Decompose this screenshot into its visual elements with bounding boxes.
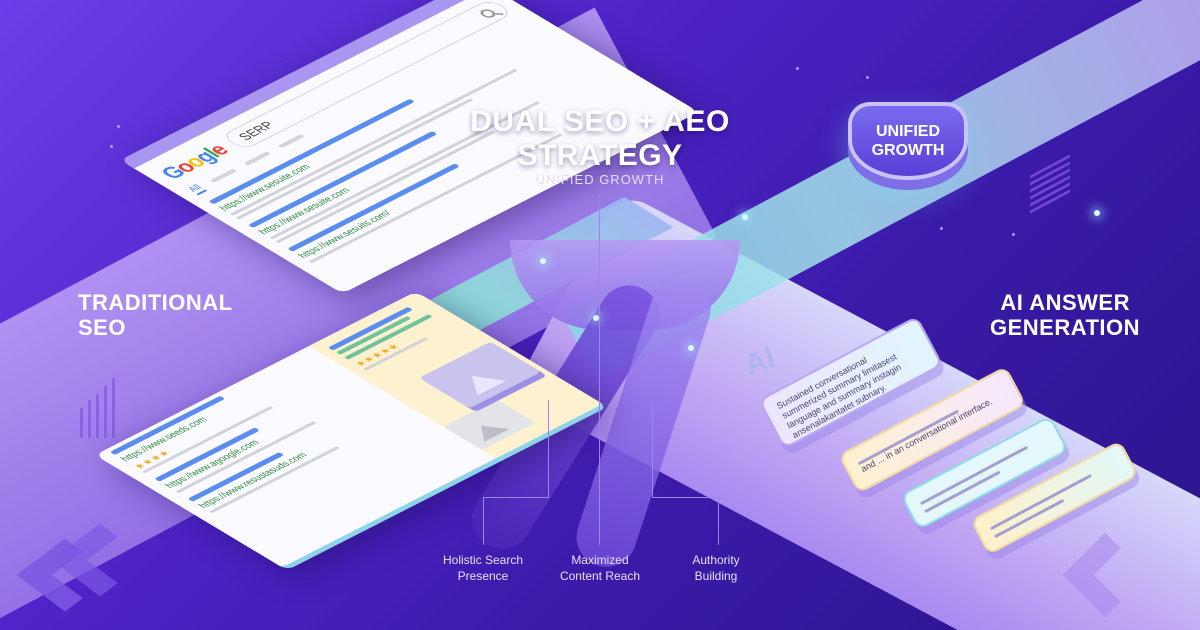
bar-chart-decoration <box>80 378 115 438</box>
benefit-text: Authority <box>692 553 740 567</box>
shield-text: GROWTH <box>871 142 945 159</box>
benefit-text: Content Reach <box>559 569 641 583</box>
connector-line <box>483 497 484 545</box>
shield-text: UNIFIED <box>876 123 940 140</box>
connector-line <box>483 497 549 498</box>
page-title: DUAL SEO + AEO STRATEGY <box>0 105 1200 173</box>
sparkle-icon <box>540 258 546 264</box>
benefit-content-reach: Maximized Content Reach <box>530 552 670 584</box>
sparkle-icon <box>1094 210 1100 216</box>
speck <box>117 125 120 128</box>
connector-line <box>718 497 719 545</box>
title-line: STRATEGY <box>517 139 683 172</box>
star-rating-icon: ★★★★★ <box>352 341 403 369</box>
page-subtitle: UNIFIED GROWTH <box>535 172 665 187</box>
label-line: GENERATION <box>990 315 1141 340</box>
speck <box>110 145 113 148</box>
benefit-text: Holistic Search <box>442 553 524 567</box>
label-line: TRADITIONAL <box>78 290 233 315</box>
ai-answer-label: AI ANSWER GENERATION <box>990 290 1141 340</box>
connector-line <box>652 497 718 498</box>
benefit-holistic-search: Holistic Search Presence <box>413 552 553 584</box>
sparkle-icon <box>688 345 694 351</box>
connector-line <box>599 195 600 545</box>
traditional-seo-label: TRADITIONAL SEO <box>78 290 233 340</box>
connector-line <box>548 400 549 498</box>
connector-line <box>652 400 653 498</box>
title-line: DUAL SEO + AEO <box>470 105 730 138</box>
speck <box>940 227 943 230</box>
search-icon[interactable] <box>476 7 498 20</box>
speck <box>866 76 869 79</box>
benefit-text: Maximized <box>571 553 629 567</box>
sparkle-icon <box>593 315 599 321</box>
unified-growth-shield: UNIFIED GROWTH <box>848 102 968 180</box>
speck <box>1012 233 1015 236</box>
sparkle-icon <box>742 214 748 220</box>
speck <box>796 67 799 70</box>
label-line: AI ANSWER <box>1000 290 1130 315</box>
benefit-text: Presence <box>457 569 509 583</box>
benefit-authority: Authority Building <box>646 552 786 584</box>
label-line: SEO <box>78 315 126 340</box>
benefit-text: Building <box>694 569 738 583</box>
